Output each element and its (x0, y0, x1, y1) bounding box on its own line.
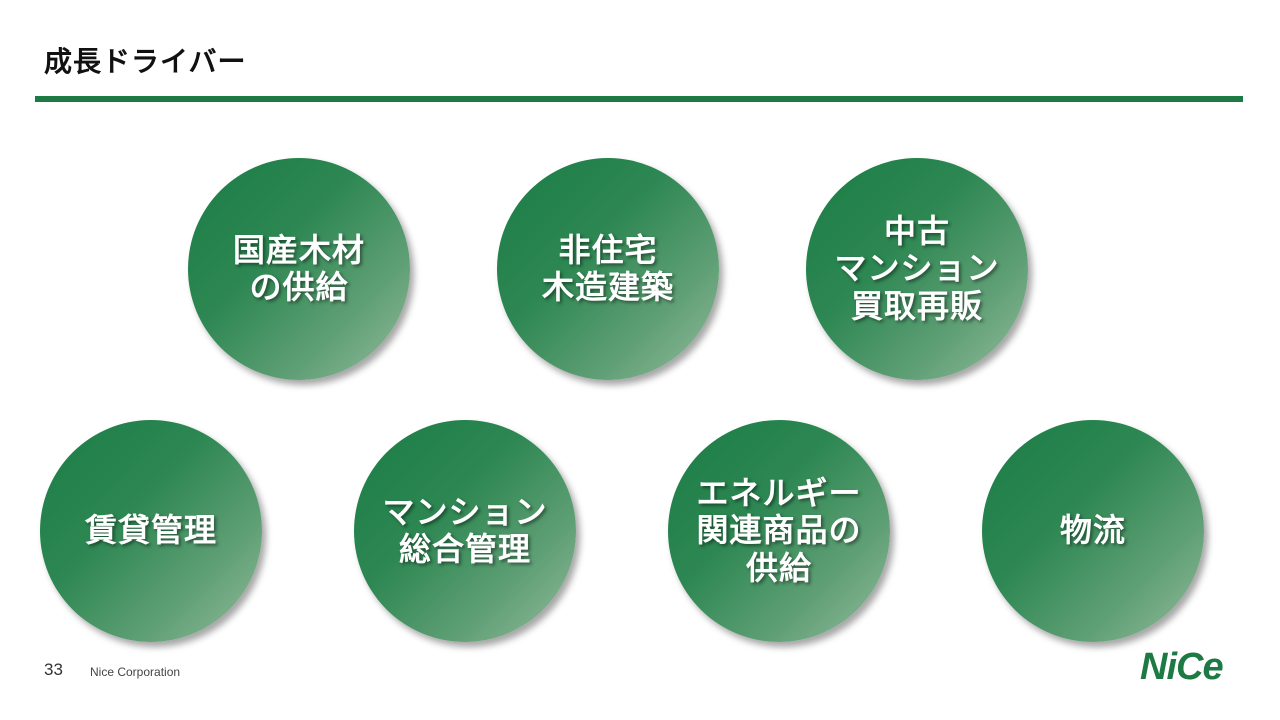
driver-label: 賃貸管理 (84, 511, 217, 550)
nice-logo: NiCe (1140, 646, 1224, 684)
driver-circle-non-residential-wood: 非住宅 木造建築 (497, 158, 719, 380)
logo-text: NiCe (1140, 646, 1223, 684)
driver-label: エネルギー 関連商品の 供給 (696, 474, 862, 587)
driver-circle-logistics: 物流 (982, 420, 1204, 642)
driver-circle-rental-management: 賃貸管理 (40, 420, 262, 642)
driver-circle-energy-products: エネルギー 関連商品の 供給 (668, 420, 890, 642)
driver-label: 物流 (1059, 511, 1126, 550)
driver-circle-domestic-timber: 国産木材 の供給 (188, 158, 410, 380)
company-name: Nice Corporation (90, 665, 181, 679)
driver-circle-used-condo-resale: 中古 マンション 買取再販 (806, 158, 1028, 380)
driver-circle-condo-management: マンション 総合管理 (354, 420, 576, 642)
slide-title: 成長ドライバー (44, 45, 247, 78)
driver-label: 非住宅 木造建築 (541, 230, 674, 306)
title-divider (35, 96, 1243, 102)
page-number: 33 (44, 660, 63, 679)
driver-label: 中古 マンション 買取再販 (834, 212, 1000, 325)
driver-label: マンション 総合管理 (382, 492, 548, 568)
driver-label: 国産木材 の供給 (232, 230, 365, 306)
